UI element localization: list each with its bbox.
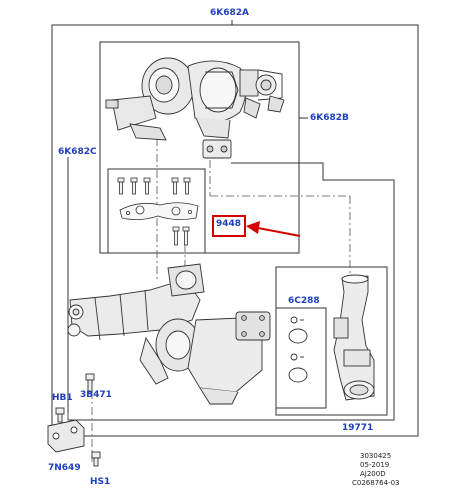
- label-6k682c: 6K682C: [58, 147, 97, 157]
- gasket-illustration: [119, 202, 199, 220]
- label-6c288: 6C288: [288, 296, 320, 306]
- assembly-frame-6k682a: [51, 24, 419, 437]
- turbocharger-illustration: [105, 57, 285, 159]
- label-19771: 19771: [342, 423, 374, 433]
- highlight-arrow: [246, 221, 301, 237]
- stud-hb1-illustration: [55, 407, 65, 423]
- pipe-box: [275, 266, 388, 416]
- lower-turbo-illustration: [139, 311, 271, 405]
- reference-line-1: 3030425: [360, 452, 392, 460]
- label-9448-highlight: [212, 215, 246, 237]
- bracket-7n649-illustration: [47, 419, 85, 453]
- label-6k682a: 6K682A: [210, 8, 249, 18]
- label-6k682b: 6K682B: [310, 113, 349, 123]
- gasket-kit-box: [107, 168, 206, 254]
- stud-hs1-illustration: [91, 451, 101, 467]
- label-7n649: 7N649: [48, 463, 81, 473]
- oil-feed-pipe-illustration: [333, 274, 375, 401]
- label-hb1: HB1: [52, 393, 73, 403]
- reference-line-3: AJ200D: [360, 470, 386, 478]
- label-3b471: 3B471: [80, 390, 112, 400]
- seal-kit-box: [275, 307, 327, 409]
- label-hs1: HS1: [90, 477, 111, 487]
- label-9448: 9448: [216, 219, 242, 229]
- bolt-set-illustration: [117, 177, 191, 246]
- o-ring-set-illustration: [288, 316, 308, 383]
- bolt-3b471-illustration: [85, 373, 95, 393]
- reference-line-4: C0268764-03: [352, 479, 400, 487]
- reference-line-2: 05-2019: [360, 461, 390, 469]
